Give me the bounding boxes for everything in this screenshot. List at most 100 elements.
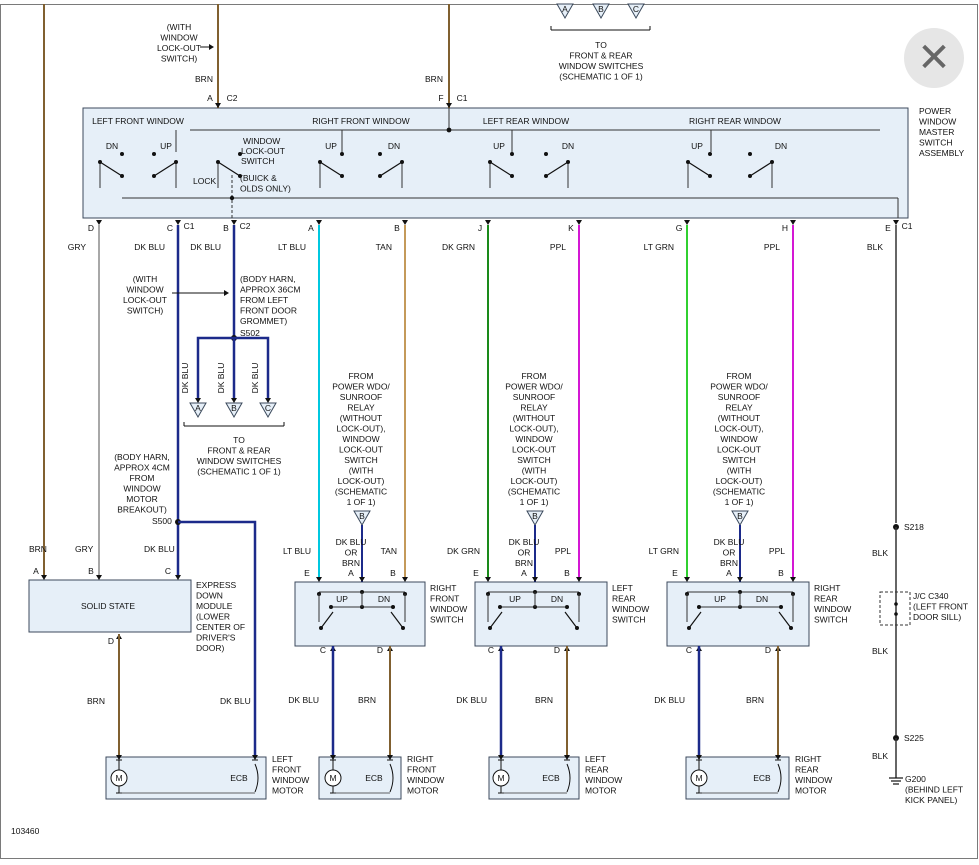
dn-label-rf: DN — [388, 141, 400, 151]
express-pin-a: A — [33, 566, 39, 576]
express-wire-a: BRN — [29, 544, 47, 554]
arrow-head — [195, 398, 201, 403]
switch-blade — [688, 611, 702, 629]
top-wire-left: BRN — [195, 74, 213, 84]
junction-dot — [329, 605, 333, 609]
arrow-head — [316, 577, 322, 582]
switch-contact — [748, 152, 752, 156]
arrow-head — [402, 577, 408, 582]
ecb-label: ECB — [230, 773, 248, 783]
switch-pin-a: A — [521, 568, 527, 578]
s502-target-a — [189, 402, 207, 419]
page-frame — [0, 4, 978, 859]
connector-letter: C — [265, 403, 271, 413]
label: LOCK-OUT — [241, 146, 285, 156]
connector-letter: B — [737, 511, 743, 521]
buick-olds-note: (BUICK &OLDS ONLY) — [240, 173, 291, 194]
top-target-b — [592, 3, 610, 20]
switch-blade — [153, 161, 177, 177]
switch-pin-a: A — [726, 568, 732, 578]
section-left-front: LEFT FRONT WINDOW — [92, 116, 184, 126]
master-pin-arrow — [402, 220, 408, 225]
switch-contact — [510, 152, 514, 156]
motor-letter: M — [497, 773, 504, 783]
right-rear-window-switch-wire-bottom-left: DK BLU — [654, 695, 685, 705]
connector-letter: C — [633, 4, 639, 14]
figure-id: 103460 — [11, 826, 40, 836]
top-target-c — [627, 3, 645, 20]
pin-top-f: F — [438, 93, 443, 103]
section-right-rear: RIGHT REAR WINDOW — [689, 116, 781, 126]
master-pin-a: A — [308, 223, 314, 233]
express-out-wire-left: BRN — [87, 696, 105, 706]
motor-letter: M — [695, 773, 702, 783]
master-pin-arrow — [684, 220, 690, 225]
switch-pivot — [686, 160, 690, 164]
switch-blade — [564, 611, 578, 629]
switch-dn-label: DN — [551, 594, 563, 604]
switch-blade — [749, 161, 773, 177]
master-pin-e: E — [885, 223, 891, 233]
junction-dot — [498, 605, 502, 609]
dn-label-rr: DN — [775, 141, 787, 151]
master-wire-label: LT BLU — [278, 242, 306, 252]
arrow-head — [209, 44, 214, 50]
connector-letter: B — [598, 4, 604, 14]
arrow-head — [790, 577, 796, 582]
arrow-top-a — [215, 103, 221, 108]
right-rear-window-switch-box — [666, 581, 810, 647]
dn-label-lf: DN — [106, 141, 118, 151]
arrow-head — [498, 755, 504, 760]
close-button[interactable]: ✕ — [904, 28, 964, 88]
master-wire-label: BLK — [867, 242, 883, 252]
s502-wire-label: DK BLU — [216, 363, 226, 394]
master-pin-arrow — [231, 220, 237, 225]
master-pin-j: J — [478, 223, 482, 233]
arrow-head — [96, 575, 102, 580]
lock-label: LOCK — [193, 176, 216, 186]
master-wire-label: DK BLU — [134, 242, 165, 252]
junction-dot — [229, 195, 235, 201]
junction-dot — [789, 626, 793, 630]
connector-letter: B — [231, 403, 237, 413]
master-conn-c1: C1 — [184, 221, 195, 231]
feed-junction — [446, 127, 452, 133]
switch-contact — [708, 152, 712, 156]
right-rear-window-switch-wire-top-right: PPL — [769, 546, 785, 556]
switch-up-label: UP — [509, 594, 521, 604]
s225-label: S225 — [904, 733, 924, 743]
ecb-label: ECB — [542, 773, 560, 783]
switch-pin-d: D — [377, 645, 383, 655]
switch-pivot — [488, 160, 492, 164]
switch-pin-e: E — [672, 568, 678, 578]
master-pin-arrow — [893, 220, 899, 225]
switch-contact — [238, 152, 242, 156]
s502-wire-label: DK BLU — [250, 363, 260, 394]
switch-blade — [489, 611, 503, 629]
arrow-head — [564, 755, 570, 760]
arrow-head — [684, 577, 690, 582]
ecb-label: ECB — [365, 773, 383, 783]
up-label-rf: UP — [325, 141, 337, 151]
section-right-front: RIGHT FRONT WINDOW — [312, 116, 409, 126]
right-front-window-switch-wire-top-left: LT BLU — [283, 546, 311, 556]
top-wire-right: BRN — [425, 74, 443, 84]
master-conn-c2: C2 — [240, 221, 251, 231]
arrow-head — [252, 755, 258, 760]
express-pin-b: B — [88, 566, 94, 576]
master-pin-arrow — [316, 220, 322, 225]
section-left-rear: LEFT REAR WINDOW — [483, 116, 569, 126]
arrow-head — [576, 577, 582, 582]
up-label-rr: UP — [691, 141, 703, 151]
switch-pin-c: C — [488, 645, 494, 655]
junction-dot — [575, 626, 579, 630]
right-rear-window-switch-wire-bottom-right: BRN — [746, 695, 764, 705]
arrow-head — [231, 398, 237, 403]
master-wire-label: PPL — [764, 242, 780, 252]
